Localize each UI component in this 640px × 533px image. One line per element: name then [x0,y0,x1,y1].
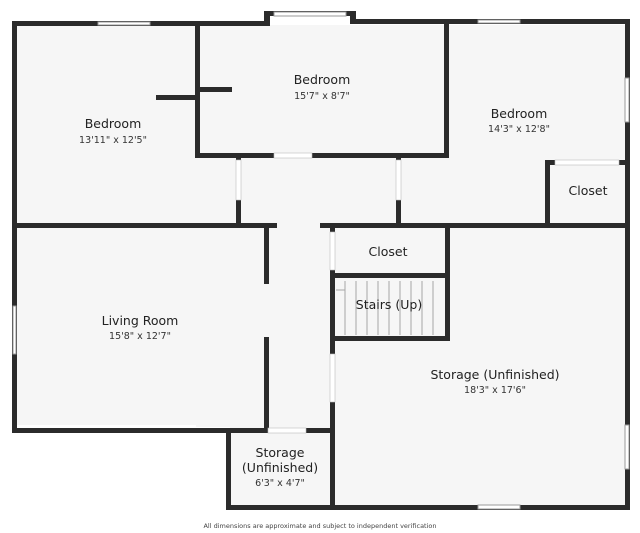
storage-small-name-1: Storage [256,445,305,460]
bedroom-right-name: Bedroom [491,106,548,121]
door-openings [235,152,620,434]
bedroom-right-dims: 14'3" x 12'8" [488,124,550,135]
storage-large-dims: 18'3" x 17'6" [464,385,526,396]
closet-right-name: Closet [569,183,608,198]
living-room-dims: 15'8" x 12'7" [109,331,171,342]
room-labels: Bedroom 13'11" x 12'5" Bedroom 15'7" x 8… [79,72,608,530]
storage-large-name: Storage (Unfinished) [430,367,559,382]
bedroom-top-name: Bedroom [294,72,351,87]
storage-small-dims: 6'3" x 4'7" [255,478,305,489]
storage-small-name-2: (Unfinished) [242,460,318,475]
stairs-name: Stairs (Up) [356,297,422,312]
disclaimer-text: All dimensions are approximate and subje… [203,522,436,530]
stairs-treads [336,281,434,335]
living-room-name: Living Room [102,313,179,328]
bedroom-left-dims: 13'11" x 12'5" [79,135,147,146]
closet-center-name: Closet [369,244,408,259]
bedroom-top-dims: 15'7" x 8'7" [294,91,350,102]
windows [12,11,630,510]
bedroom-left-name: Bedroom [85,116,142,131]
